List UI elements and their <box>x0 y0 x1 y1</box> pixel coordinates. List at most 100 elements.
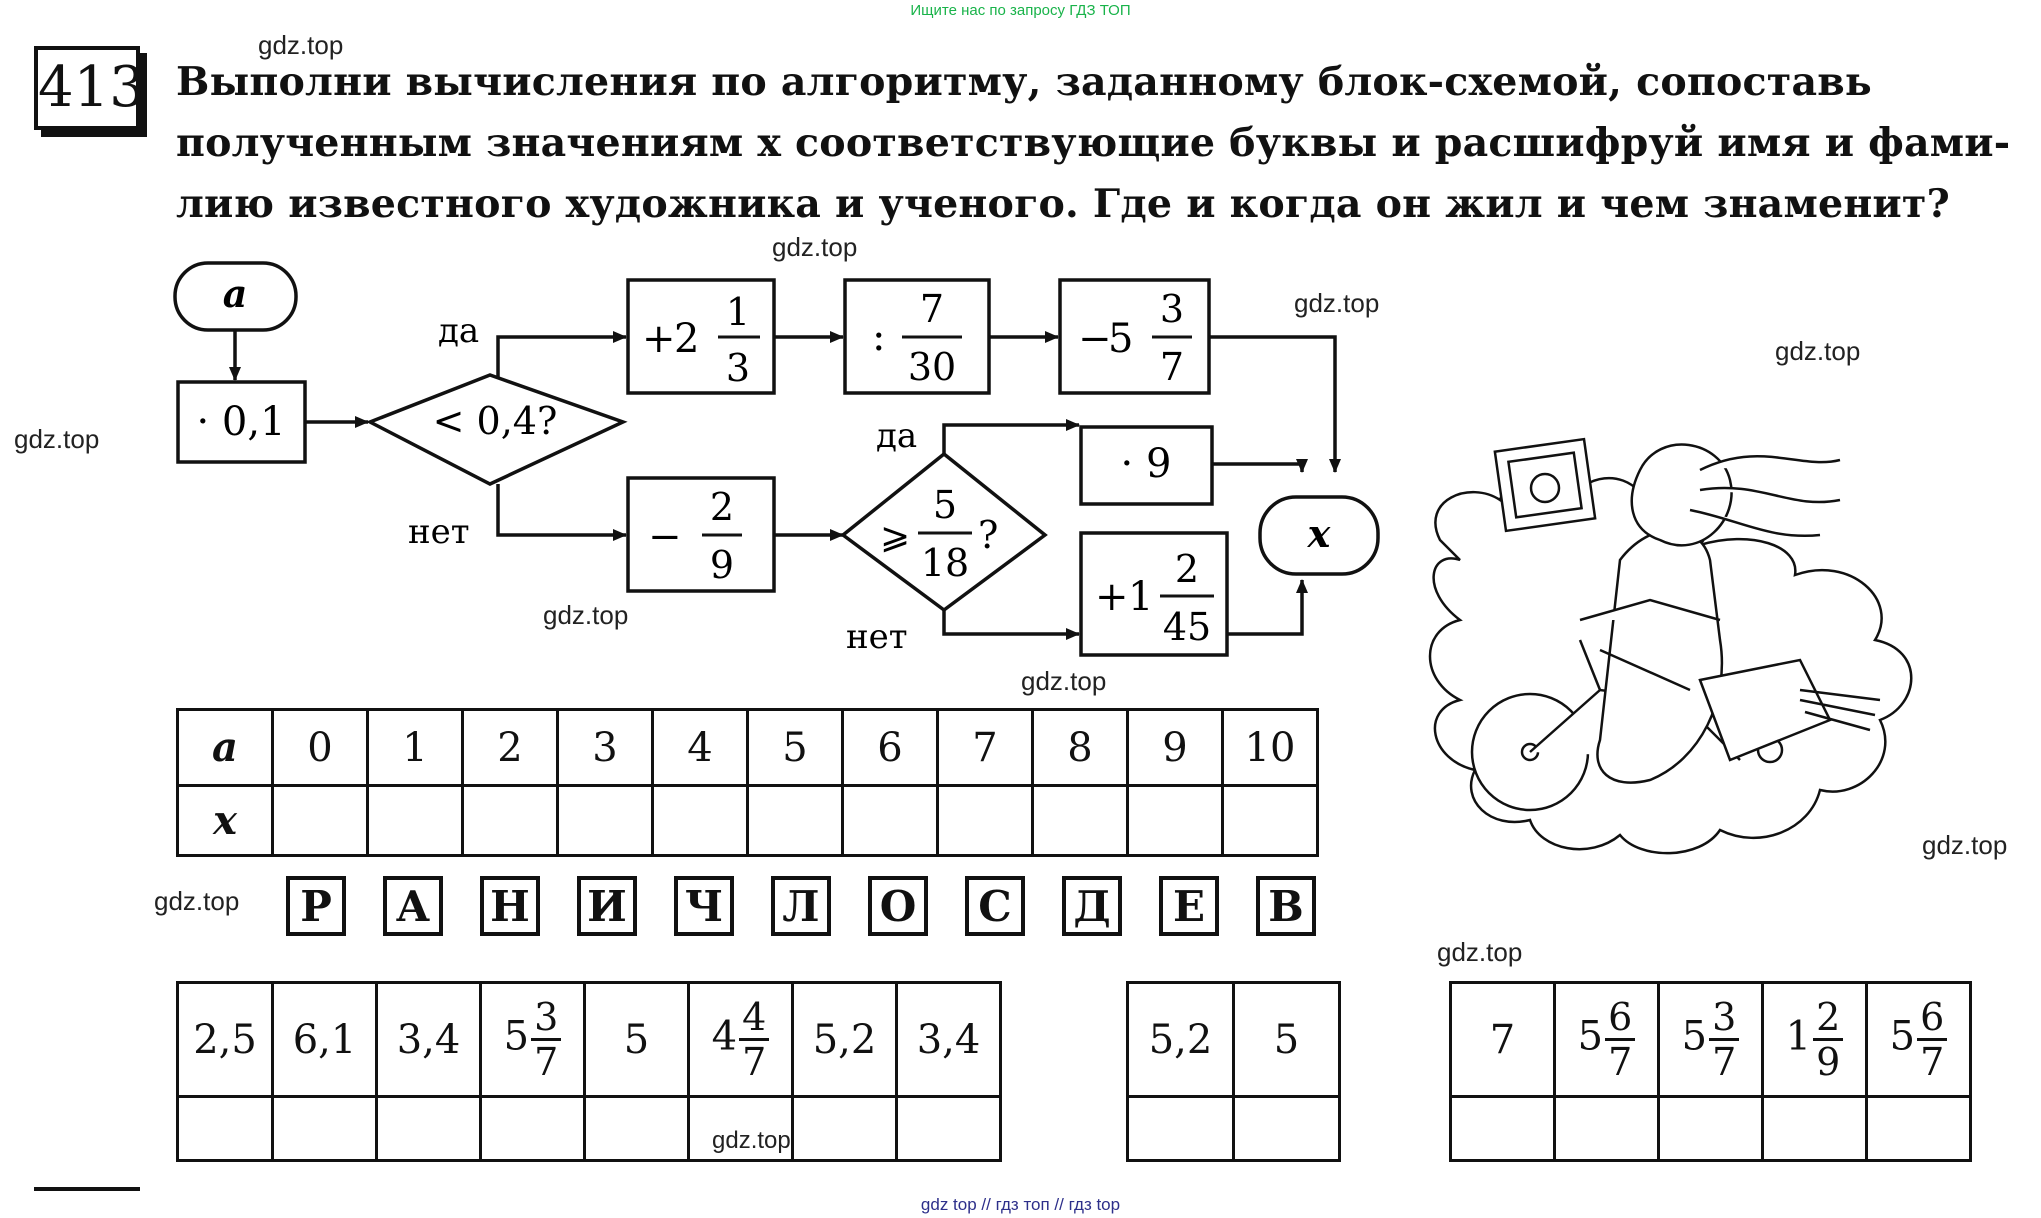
condition1-label: < 0,4? <box>433 399 558 443</box>
letter-tile: Л <box>771 876 831 936</box>
end-label: x <box>1307 511 1332 556</box>
multiply-label: · 0,1 <box>196 399 285 445</box>
x-answer-cell[interactable] <box>1126 784 1224 857</box>
row-a-label: a <box>176 708 274 787</box>
x-answer-cell[interactable] <box>271 784 369 857</box>
a-value: 0 <box>271 708 369 787</box>
a-value: 4 <box>651 708 749 787</box>
answer-value: 5,2 <box>791 981 898 1098</box>
letter-tiles: Р А Н И Ч Л О С Д Е В <box>286 876 1353 936</box>
letter-tile: Ч <box>674 876 734 936</box>
x-answer-cell[interactable] <box>746 784 844 857</box>
a-value: 7 <box>936 708 1034 787</box>
x-answer-cell[interactable] <box>461 784 559 857</box>
a-value: 3 <box>556 708 654 787</box>
condition2-den: 18 <box>921 541 969 585</box>
letter-tile: А <box>383 876 443 936</box>
x-answer-cell[interactable] <box>1031 784 1129 857</box>
letter-answer-cell[interactable] <box>791 1095 898 1162</box>
letter-answer-cell[interactable] <box>1449 1095 1556 1162</box>
letter-answer-cell[interactable] <box>176 1095 274 1162</box>
x-answer-cell[interactable] <box>556 784 654 857</box>
letter-answer-cell[interactable] <box>1761 1095 1868 1162</box>
answer-value: 5 <box>1232 981 1341 1098</box>
divide-sign: : <box>872 314 885 360</box>
watermark: gdz.top <box>258 30 344 60</box>
problem-number: 413 <box>34 46 145 130</box>
page-divider <box>34 1187 140 1191</box>
letter-tile: Е <box>1159 876 1219 936</box>
letter-answer-cell[interactable] <box>687 1095 794 1162</box>
subtract-num: 3 <box>1160 287 1184 331</box>
letter-tile: Д <box>1062 876 1122 936</box>
letter-answer-cell[interactable] <box>375 1095 482 1162</box>
add-whole: 2 <box>674 316 699 362</box>
watermark: gdz.top <box>14 424 100 454</box>
letter-answer-cell[interactable] <box>1865 1095 1972 1162</box>
end-terminal <box>1258 495 1380 576</box>
condition-diamond-1 <box>365 373 628 486</box>
no-label-1: нет <box>408 512 470 552</box>
subtract-whole: 5 <box>1108 316 1133 362</box>
subtract-frac-sign: − <box>648 514 682 560</box>
letter-tile: В <box>1256 876 1316 936</box>
no-label-2: нет <box>846 617 908 657</box>
row-x-label: x <box>176 784 274 857</box>
watermark: gdz.top <box>1021 666 1107 696</box>
multiply9-label: · 9 <box>1121 441 1172 487</box>
a-value: 1 <box>366 708 464 787</box>
letter-tile: И <box>577 876 637 936</box>
problem-statement: Выполни вычисления по алгоритму, заданно… <box>176 52 2011 235</box>
add2-whole: 1 <box>1128 574 1153 620</box>
answer-value: 7 <box>1449 981 1556 1098</box>
subtract-frac-den: 9 <box>710 543 734 587</box>
statement-line-3: лию известного художника и ученого. Где … <box>176 181 1950 227</box>
x-answer-cell[interactable] <box>1221 784 1319 857</box>
letter-answer-cell[interactable] <box>1657 1095 1764 1162</box>
letter-tile: Р <box>286 876 346 936</box>
x-answer-cell[interactable] <box>841 784 939 857</box>
watermark: gdz.top <box>543 600 629 630</box>
letter-answer-cell[interactable] <box>479 1095 586 1162</box>
search-hint: Ищите нас по запросу ГДЗ ТОП <box>910 2 1131 19</box>
x-answer-cell[interactable] <box>936 784 1034 857</box>
letter-tile: О <box>868 876 928 936</box>
add2-sign: + <box>1095 574 1129 620</box>
illustration <box>1428 437 1913 855</box>
add-sign: + <box>642 316 676 362</box>
letter-answer-cell[interactable] <box>271 1095 378 1162</box>
value-table: a 0 1 2 3 4 5 6 7 8 9 10 x <box>176 708 1319 857</box>
a-value: 8 <box>1031 708 1129 787</box>
yes-label-2: да <box>876 416 917 456</box>
a-value: 6 <box>841 708 939 787</box>
divide-num: 7 <box>920 287 944 331</box>
a-value: 2 <box>461 708 559 787</box>
letter-answer-cell[interactable] <box>1126 1095 1235 1162</box>
subtract-frac-num: 2 <box>710 485 734 529</box>
footer-watermark: gdz top // гдз топ // гдз top <box>920 1195 1121 1214</box>
statement-line-2: полученным значениям x соответствующие б… <box>176 120 2011 166</box>
answer-table-2: 5,2 5 <box>1126 981 1341 1162</box>
watermark: gdz.top <box>154 886 240 916</box>
a-value: 9 <box>1126 708 1224 787</box>
answer-value: 5,2 <box>1126 981 1235 1098</box>
letter-answer-cell[interactable] <box>583 1095 690 1162</box>
watermark: gdz.top <box>1437 937 1523 967</box>
condition2-sign: ⩾ <box>880 516 910 557</box>
letter-answer-cell[interactable] <box>1232 1095 1341 1162</box>
x-answer-cell[interactable] <box>366 784 464 857</box>
add2-box <box>1079 531 1229 657</box>
watermark: gdz.top <box>772 232 858 262</box>
letter-answer-cell[interactable] <box>895 1095 1002 1162</box>
condition2-q: ? <box>978 513 998 557</box>
x-answer-cell[interactable] <box>651 784 749 857</box>
watermark: gdz.top <box>1775 336 1861 366</box>
letter-answer-cell[interactable] <box>1553 1095 1660 1162</box>
